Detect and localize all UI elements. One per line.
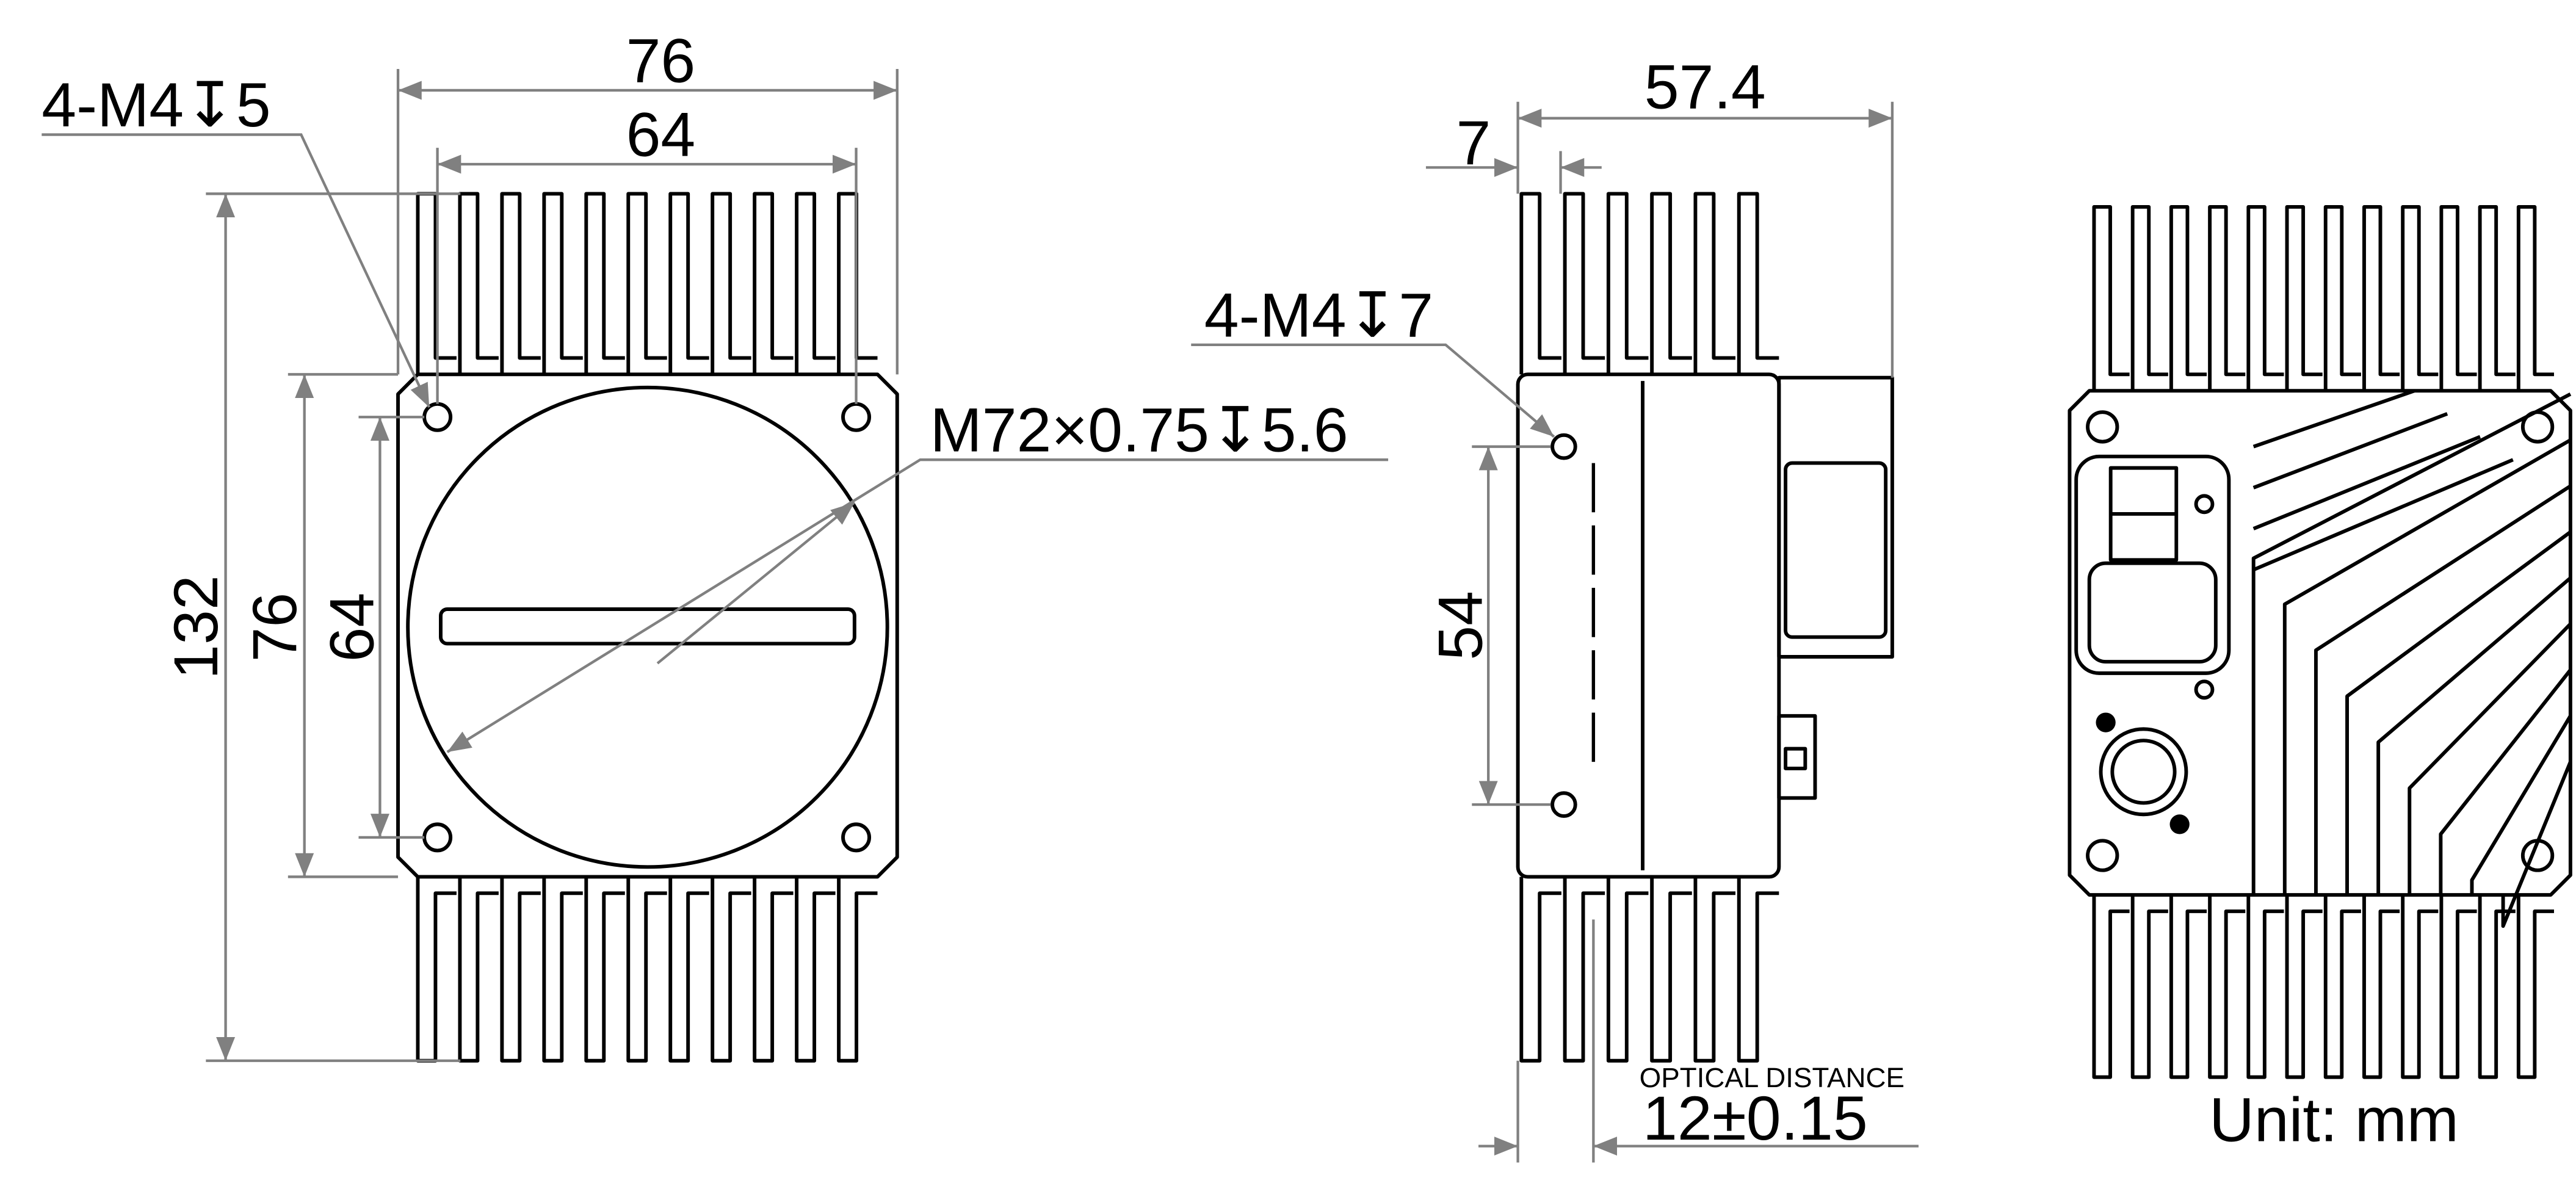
rear-fins-bottom [2092, 895, 2554, 1079]
vent-line [2252, 458, 2514, 572]
fin [1519, 192, 1779, 375]
front-plate [396, 372, 899, 879]
vent-line [2408, 623, 2572, 895]
side-body [1516, 372, 1781, 879]
fin [2092, 895, 2554, 1079]
dim-optical-distance: 12±0.15 [1643, 1083, 1868, 1153]
fin [416, 192, 878, 375]
rear-fins-top [2092, 204, 2554, 391]
heatsink-vents [2251, 389, 2572, 928]
vent-line [2314, 484, 2572, 895]
vent-line [2501, 761, 2572, 928]
side-connector [1777, 714, 1817, 800]
vent-line [2251, 392, 2572, 895]
label-optical-distance: OPTICAL DISTANCE [1640, 1062, 1905, 1093]
front-view: 76 64 132 76 64 4-M4↧5 M72×0.75↧5.6 [42, 25, 1389, 1063]
label-mount-holes-front: 4-M4↧5 [42, 70, 270, 140]
rear-plate [2068, 389, 2572, 897]
dim-width-outer: 76 [626, 25, 696, 95]
vent-line [2470, 715, 2572, 895]
side-fins-bottom [1519, 877, 1779, 1063]
fin [416, 877, 878, 1063]
sfp-port-frame [2074, 454, 2231, 675]
dim-flange-offset: 7 [1456, 107, 1491, 178]
dim-hole-spacing: 54 [1425, 591, 1495, 660]
fin [1519, 877, 1779, 1063]
dim-width-holes: 64 [626, 99, 696, 170]
label-mount-holes-side: 4-M4↧7 [1204, 280, 1433, 350]
fin [2092, 204, 2554, 391]
vent-line [2439, 668, 2572, 895]
vent-line [2282, 438, 2572, 895]
rear-view: Unit: mm [2068, 204, 2572, 1155]
rear-housing [1777, 375, 1894, 659]
heatsink-fins-bottom [416, 877, 878, 1063]
heatsink-fins-top [416, 192, 878, 375]
vent-line [2252, 412, 2448, 490]
sensor-slot [439, 607, 856, 646]
vent-line [2376, 576, 2572, 895]
vent-line [2345, 530, 2572, 895]
lens-mount-circle [406, 385, 889, 869]
vent-line [2252, 435, 2481, 530]
unit-label: Unit: mm [2209, 1085, 2459, 1155]
dim-height-holes: 64 [317, 593, 387, 662]
dim-height-total: 132 [161, 575, 231, 679]
side-view: 57.4 7 4-M4↧7 54 OPTICAL DISTANCE 12±0.1… [1191, 52, 1919, 1163]
vent-line [2252, 389, 2415, 449]
io-connector-icon [2099, 727, 2188, 817]
sfp-cover [2087, 561, 2218, 664]
label-lens-mount: M72×0.75↧5.6 [930, 395, 1348, 465]
side-fins-top [1519, 192, 1779, 375]
dim-height-body: 76 [239, 593, 309, 662]
dim-depth: 57.4 [1644, 52, 1766, 122]
